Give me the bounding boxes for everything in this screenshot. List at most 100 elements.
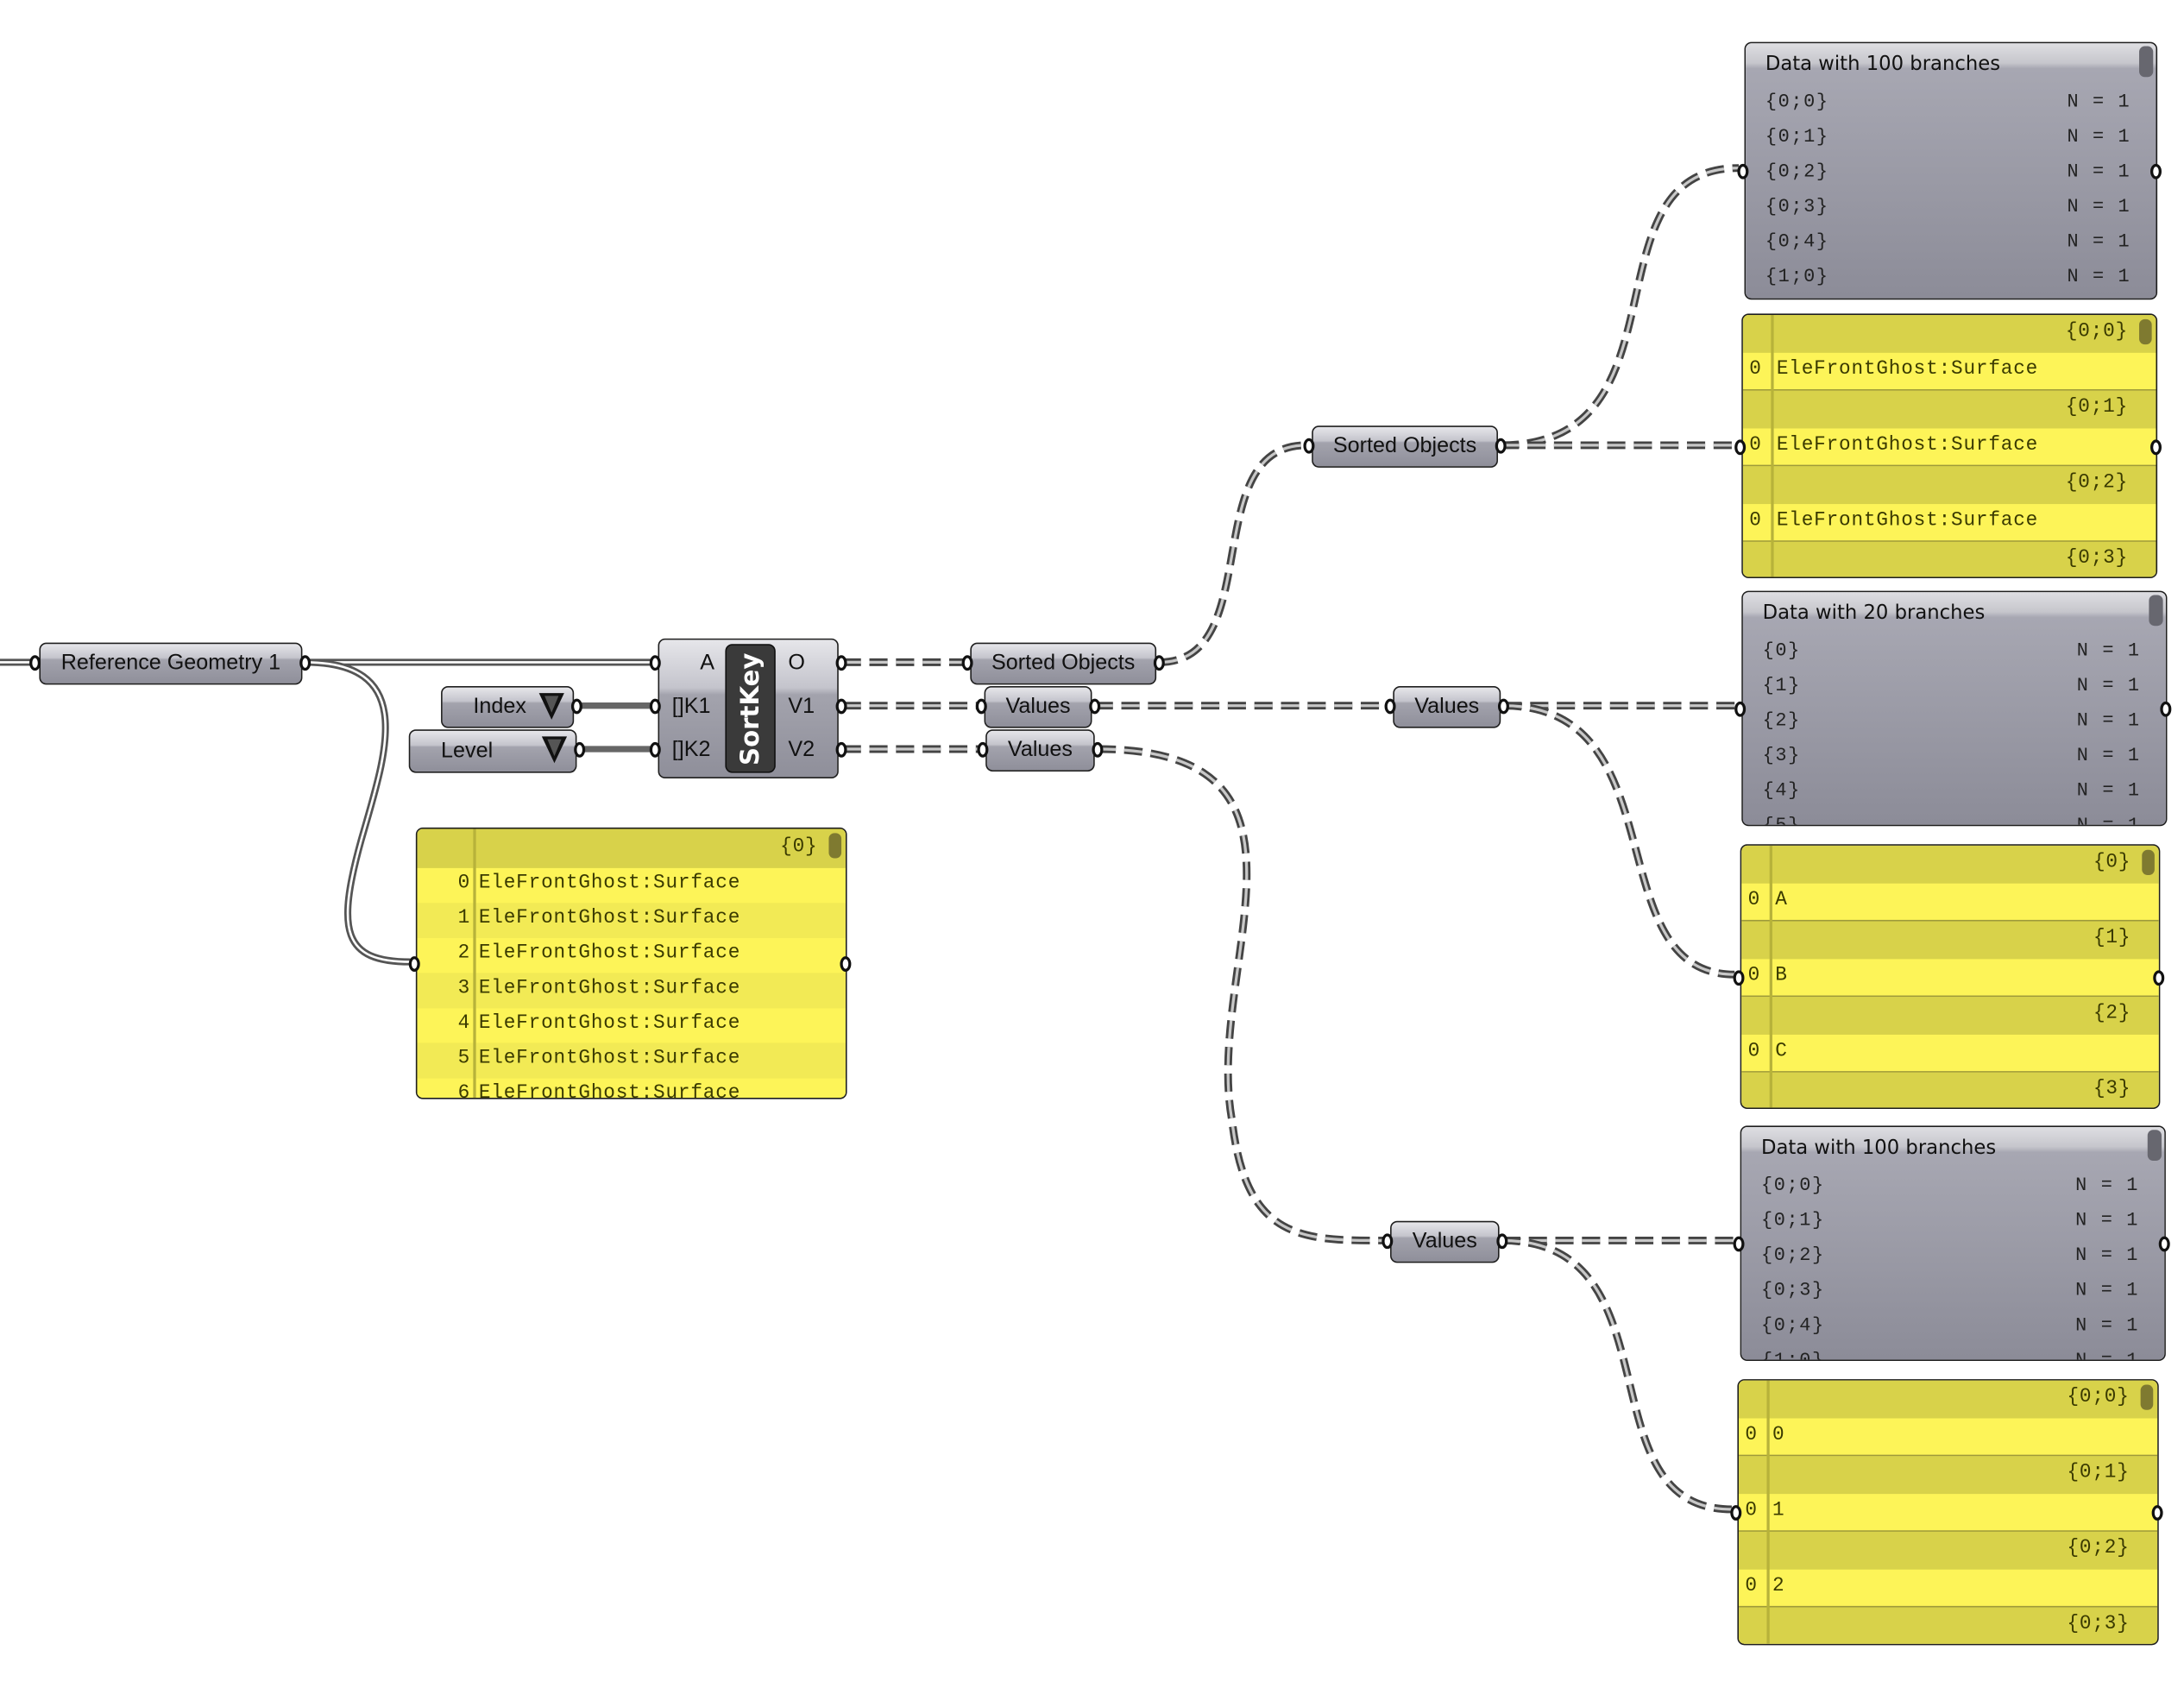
relay-values-4[interactable]: Values bbox=[1390, 1220, 1500, 1263]
item-value: EleFrontGhost:Surface bbox=[478, 1047, 741, 1070]
output-port[interactable] bbox=[574, 741, 586, 758]
branch-path: {0;2} bbox=[1765, 162, 1829, 184]
reference-geometry-node[interactable]: Reference Geometry 1 bbox=[39, 642, 303, 685]
output-port[interactable] bbox=[1497, 698, 1509, 715]
branch-count: N = 1 bbox=[2067, 197, 2131, 219]
branch-row: {1;0}N = 1 bbox=[1765, 268, 2131, 299]
input-port[interactable] bbox=[649, 741, 661, 758]
branch-row: {4}N = 1 bbox=[1763, 781, 2141, 816]
item-index: 2 bbox=[457, 942, 471, 965]
input-port[interactable] bbox=[961, 655, 973, 671]
input-port[interactable] bbox=[975, 698, 987, 715]
wire-sorted-objects-relay bbox=[1159, 441, 1306, 666]
input-port[interactable] bbox=[1734, 701, 1747, 717]
relay-sorted-objects-2[interactable]: Sorted Objects bbox=[1312, 425, 1498, 468]
branch-header: {0;2} bbox=[1739, 1531, 2158, 1570]
output-port[interactable] bbox=[840, 956, 852, 972]
scrollbar[interactable] bbox=[2147, 1130, 2162, 1161]
scrollbar[interactable] bbox=[828, 833, 842, 859]
branch-count: N = 1 bbox=[2075, 1175, 2140, 1198]
output-port[interactable] bbox=[2151, 1505, 2163, 1521]
item-value: 1 bbox=[1772, 1499, 1785, 1522]
index-divider bbox=[1771, 315, 1773, 577]
item-index: 0 bbox=[457, 872, 471, 895]
dropdown-arrow-icon[interactable] bbox=[541, 736, 568, 764]
output-port[interactable] bbox=[1089, 698, 1101, 715]
output-port[interactable] bbox=[1496, 1233, 1508, 1250]
branch-row: {0}N = 1 bbox=[1763, 641, 2141, 677]
input-port[interactable] bbox=[1733, 969, 1745, 986]
panel-body: Data with 20 branches{0}N = 1{1}N = 1{2}… bbox=[1742, 592, 2166, 825]
output-port[interactable] bbox=[1092, 741, 1104, 758]
output-port[interactable] bbox=[2160, 701, 2172, 717]
output-port[interactable] bbox=[835, 655, 847, 671]
input-port[interactable] bbox=[649, 655, 661, 671]
input-port[interactable] bbox=[1737, 163, 1749, 180]
branch-count: N = 1 bbox=[2076, 711, 2141, 733]
branch-path: {0;0} bbox=[1765, 92, 1829, 114]
relay-label: Values bbox=[1007, 738, 1073, 762]
output-port[interactable] bbox=[2150, 163, 2162, 180]
item-value: 2 bbox=[1772, 1575, 1785, 1598]
branch-count: N = 1 bbox=[2075, 1211, 2140, 1232]
scrollbar[interactable] bbox=[2140, 1384, 2154, 1410]
scrollbar[interactable] bbox=[2149, 595, 2163, 627]
dropdown-arrow-icon[interactable] bbox=[538, 693, 564, 720]
panel-body: Data with 100 branches{0;0}N = 1{0;1}N =… bbox=[1741, 1127, 2165, 1360]
relay-values-3[interactable]: Values bbox=[1393, 685, 1501, 728]
branch-path: {0;3} bbox=[1760, 1281, 1825, 1302]
branch-count: N = 1 bbox=[2075, 1316, 2140, 1338]
branch-row: {0;3}N = 1 bbox=[1765, 198, 2131, 233]
branch-count: N = 1 bbox=[2076, 641, 2141, 663]
output-port[interactable] bbox=[835, 698, 847, 715]
output-port[interactable] bbox=[570, 698, 582, 715]
output-port[interactable] bbox=[1153, 655, 1165, 671]
panel-tree-values-1[interactable]: Data with 20 branches{0}N = 1{1}N = 1{2}… bbox=[1734, 590, 2172, 827]
input-port[interactable] bbox=[649, 698, 661, 715]
branch-count: N = 1 bbox=[2067, 232, 2131, 254]
input-port[interactable] bbox=[29, 655, 41, 671]
index-value-list[interactable]: Index bbox=[441, 685, 575, 728]
panel-tree-values-2[interactable]: Data with 100 branches{0;0}N = 1{0;1}N =… bbox=[1733, 1125, 2170, 1361]
input-port[interactable] bbox=[1384, 698, 1396, 715]
relay-sorted-objects[interactable]: Sorted Objects bbox=[970, 642, 1157, 685]
output-port[interactable] bbox=[2150, 438, 2162, 455]
scrollbar[interactable] bbox=[2139, 46, 2154, 78]
panel-tree-sorted-objects[interactable]: Data with 100 branches{0;0}N = 1{0;1}N =… bbox=[1737, 41, 2162, 300]
output-port[interactable] bbox=[835, 741, 847, 758]
input-port[interactable] bbox=[977, 741, 989, 758]
branch-row: {2}N = 1 bbox=[1763, 711, 2141, 746]
input-port[interactable] bbox=[1733, 1236, 1745, 1252]
branch-row: {0;1}N = 1 bbox=[1761, 1211, 2139, 1246]
output-port[interactable] bbox=[2153, 969, 2165, 986]
output-port[interactable] bbox=[2158, 1236, 2170, 1252]
relay-values-v1[interactable]: Values bbox=[984, 685, 1092, 728]
item-value: EleFrontGhost:Surface bbox=[478, 1011, 741, 1035]
relay-values-v2[interactable]: Values bbox=[985, 729, 1095, 772]
output-port[interactable] bbox=[299, 655, 312, 671]
scrollbar[interactable] bbox=[2142, 849, 2155, 875]
input-port[interactable] bbox=[1730, 1505, 1742, 1521]
input-port[interactable] bbox=[1734, 438, 1747, 455]
sortkey-component[interactable]: A []K1 []K2 SortKey O V1 V2 bbox=[658, 638, 839, 779]
input-port[interactable] bbox=[1382, 1233, 1394, 1250]
level-value-list[interactable]: Level bbox=[408, 729, 577, 773]
branch-path: {0;1} bbox=[1765, 127, 1829, 148]
item-value: 0 bbox=[1772, 1423, 1785, 1446]
output-port[interactable] bbox=[1495, 438, 1507, 454]
panel-title: Data with 20 branches bbox=[1762, 602, 1986, 625]
input-port[interactable] bbox=[1303, 438, 1315, 454]
branch-header: {0;0} bbox=[1739, 1380, 2158, 1419]
item-value: A bbox=[1775, 889, 1788, 912]
input-port[interactable] bbox=[408, 956, 420, 972]
scrollbar[interactable] bbox=[2139, 318, 2152, 345]
branch-header: {0;2} bbox=[1742, 466, 2156, 505]
